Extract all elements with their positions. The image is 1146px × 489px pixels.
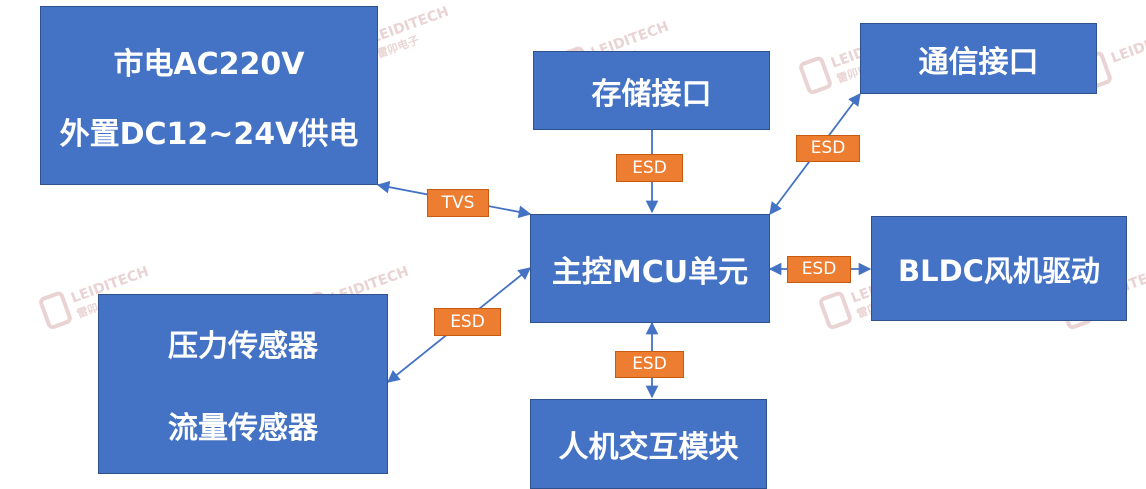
comm-interface-block: 通信接口	[860, 23, 1097, 94]
mcu-label: 主控MCU单元	[551, 254, 749, 290]
bldc-label: BLDC风机驱动	[898, 253, 1100, 288]
bldc-driver-block: BLDC风机驱动	[871, 216, 1127, 321]
tvs-tag: TVS	[427, 189, 489, 217]
mcu-block: 主控MCU单元	[530, 214, 770, 323]
sensor-block: 压力传感器 流量传感器	[98, 294, 388, 474]
hmi-label: 人机交互模块	[558, 430, 739, 465]
power-supply-block: 市电AC220V 外置DC12~24V供电	[40, 6, 378, 185]
esd-tag-sensor: ESD	[434, 308, 501, 336]
sensor-line-1: 压力传感器	[168, 329, 318, 364]
power-line-1: 市电AC220V	[113, 46, 305, 82]
sensor-line-2: 流量传感器	[168, 411, 318, 446]
esd-tag-hmi: ESD	[615, 351, 684, 378]
power-line-2: 外置DC12~24V供电	[59, 116, 359, 152]
esd-tag-comm: ESD	[796, 135, 860, 162]
esd-tag-storage: ESD	[616, 154, 683, 182]
storage-interface-block: 存储接口	[533, 51, 770, 130]
comm-label: 通信接口	[918, 44, 1039, 80]
storage-label: 存储接口	[591, 76, 712, 112]
hmi-block: 人机交互模块	[530, 399, 767, 489]
esd-tag-bldc: ESD	[787, 256, 851, 283]
